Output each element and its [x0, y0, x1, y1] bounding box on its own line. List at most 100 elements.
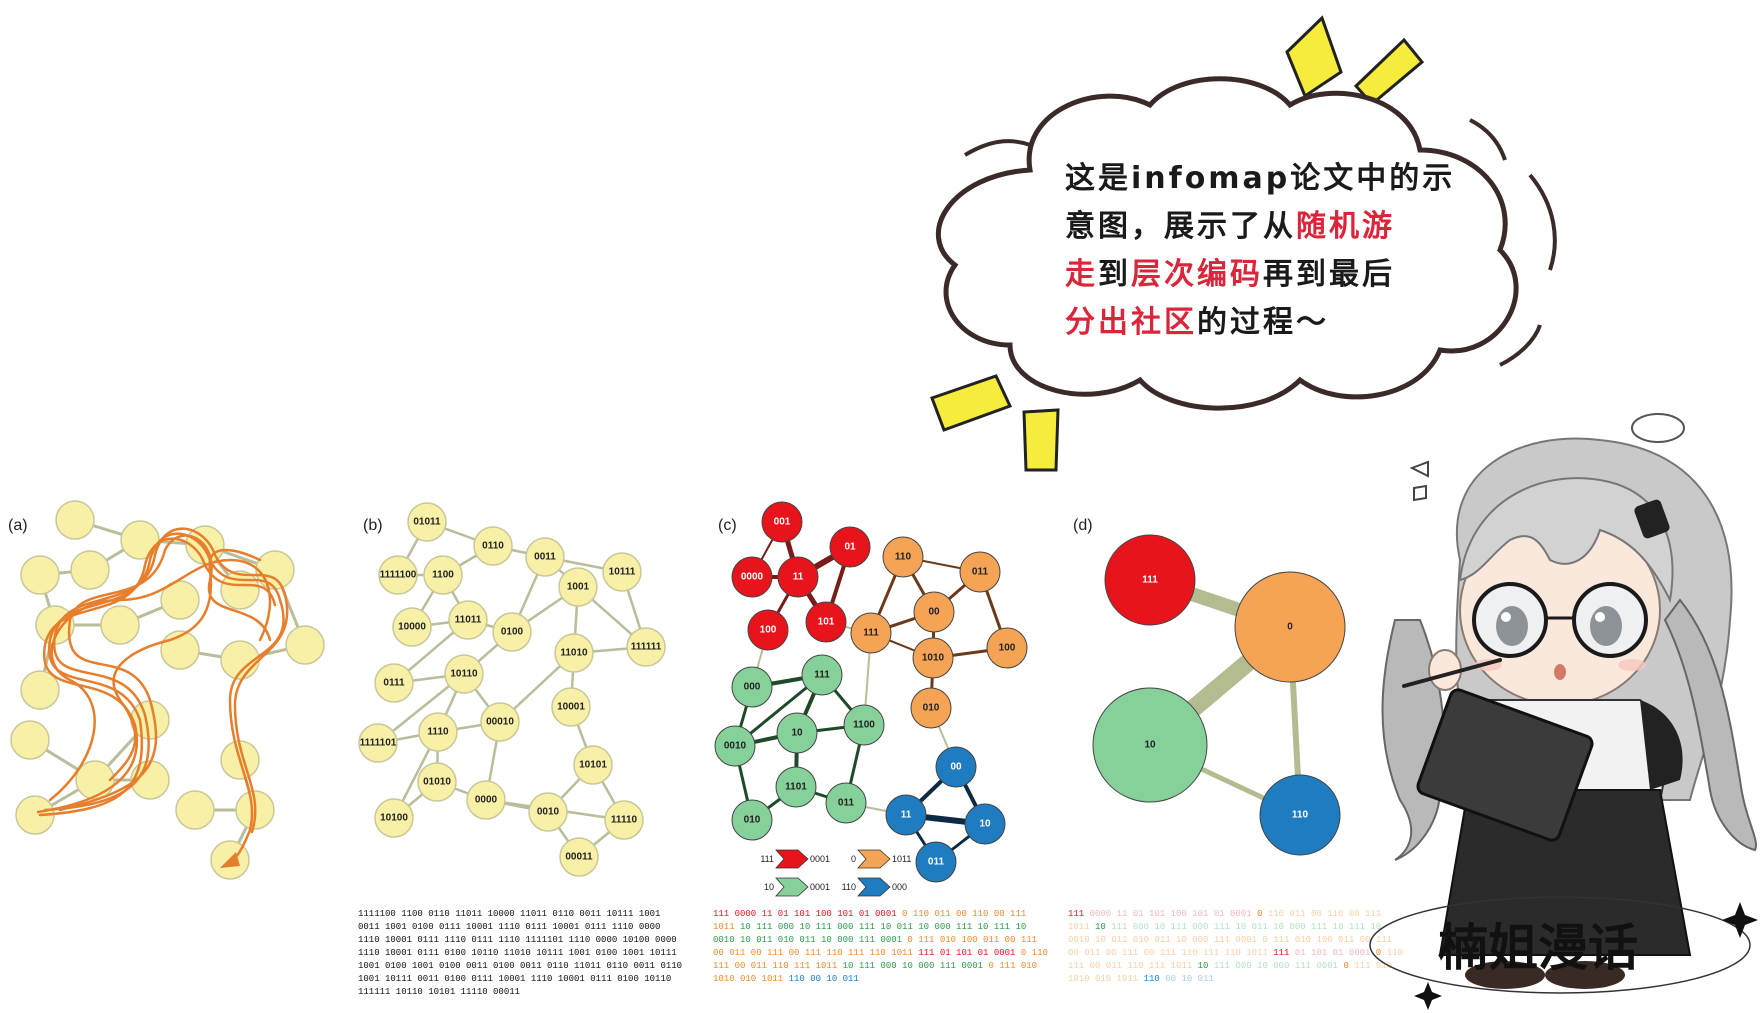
network-node: [480, 702, 520, 742]
codeword-line: 1011 10 111 000 10 111 000 111 10 011 10…: [1068, 922, 1381, 932]
node-codeword: 10000: [398, 622, 426, 633]
panel-d-codeword-text: 111 0000 11 01 101 100 101 01 0001 0 110…: [1068, 909, 1403, 984]
network-node: [913, 591, 955, 633]
panel-label-c: (c): [718, 517, 737, 534]
node-codeword: 0010: [537, 807, 560, 818]
network-node: [986, 627, 1028, 669]
network-node: [444, 654, 484, 694]
skirt: [1438, 789, 1692, 956]
codeword-line-segment: 0: [1257, 909, 1262, 919]
module-node: [1234, 571, 1346, 683]
node-codeword: 111: [814, 670, 830, 681]
panel-label-d: (d): [1073, 517, 1093, 534]
left-eye: [1496, 606, 1528, 646]
codeword-line: 1111100 1100 0110 11011 10000 11011 0110…: [358, 909, 660, 919]
node-codeword: 0100: [501, 627, 524, 638]
panel-label-b: (b): [363, 517, 383, 534]
node-codeword: 100: [999, 643, 1016, 654]
network-node: [882, 536, 924, 578]
module-exit-arrow: [775, 849, 809, 869]
codeword-line: 1011 10 111 000 10 111 000 111 10 011 10…: [713, 922, 1026, 932]
node-codeword: 11: [901, 810, 912, 821]
network-node: [374, 663, 414, 703]
network-node: [528, 792, 568, 832]
network-node: [915, 841, 957, 883]
module-enter-code: 10: [764, 882, 774, 892]
burst-ray: [930, 374, 1013, 432]
node-codeword: 10111: [609, 567, 636, 578]
codeword-line-segment: 00 011 00 111 00 111 110 111 110 1011: [713, 948, 913, 958]
network-node: [378, 555, 418, 595]
module-exit-code: 0001: [810, 854, 830, 864]
bubble-text-line-segment: 走: [1065, 257, 1098, 292]
sparkle-icon: [1414, 982, 1442, 1010]
shoe: [1545, 961, 1625, 989]
network-node: [255, 550, 295, 590]
network-node: [473, 526, 513, 566]
bubble-text-line-segment: 到: [1098, 257, 1131, 292]
network-node: [714, 725, 756, 767]
speech-bubble: 这是infomap论文中的示意图，展示了从随机游走到层次编码再到最后分出社区的过…: [930, 15, 1557, 472]
module-codeword: 111: [1142, 575, 1158, 586]
cloud-outline-stroke: [1469, 118, 1507, 161]
network-node: [558, 567, 598, 607]
module-enter-code: 110: [842, 882, 856, 892]
burst-ray: [1285, 15, 1343, 99]
node-codeword: 11: [793, 572, 804, 583]
panel-a-nodes: [10, 500, 325, 880]
network-node: [55, 500, 95, 540]
codeword-line-segment: 0 110 011 00 110 00 111: [897, 909, 1027, 919]
node-codeword: 11011: [455, 615, 482, 626]
codeword-line-segment: 0000 11 01 101 100 101 01 0001: [1084, 909, 1257, 919]
sketch-tablet: [1416, 688, 1594, 842]
node-codeword: 110: [895, 552, 912, 563]
codeword-line-segment: 0: [1376, 948, 1381, 958]
node-codeword: 01010: [423, 777, 451, 788]
network-node: [912, 637, 954, 679]
module-exit-code: 0001: [810, 882, 830, 892]
node-codeword: 1001: [567, 582, 590, 593]
node-codeword: 0000: [741, 572, 764, 583]
network-node: [829, 526, 871, 568]
cloud-shape: [935, 76, 1519, 411]
codeword-line-segment: 0 111 010: [983, 961, 1037, 971]
codeword-line-segment: 1010 010 1011: [1068, 974, 1144, 984]
network-node: [358, 723, 398, 763]
network-node: [554, 633, 594, 673]
burst-ray: [1353, 37, 1425, 107]
halo-ring: [1631, 413, 1685, 443]
hair-clip: [1634, 499, 1670, 539]
network-node: [777, 556, 819, 598]
node-codeword: 01011: [413, 517, 441, 528]
node-codeword: 10101: [579, 760, 607, 771]
codeword-line-segment: 10 111 000 10 000 111 0001: [837, 961, 983, 971]
module-exit-code: 1011: [892, 854, 911, 864]
node-codeword: 1101: [785, 782, 807, 793]
module-node: [1092, 687, 1208, 803]
node-codeword: 10100: [380, 813, 408, 824]
node-codeword: 1111100: [380, 570, 417, 581]
cloud-outline-stroke: [1499, 324, 1542, 367]
module-exit-arrow: [775, 877, 809, 897]
brand-watermark: 楠姐漫话: [1438, 919, 1638, 977]
network-node: [423, 555, 463, 595]
confusion-mark: [1409, 460, 1429, 478]
burst-ray: [1022, 408, 1060, 472]
module-node: [1104, 534, 1196, 626]
orbit-ring: [1369, 896, 1751, 994]
module-codeword: 110: [1292, 810, 1309, 821]
codeword-line-segment: 0010 10 011 010 011 10 000 111 0001 0 11…: [1068, 935, 1392, 945]
codeword-line-segment: 01 101 01 0001: [1289, 948, 1375, 958]
node-codeword: 00011: [565, 852, 593, 863]
codeword-line-segment: 110 00 10 011: [783, 974, 859, 984]
black-sleeve: [1640, 700, 1683, 790]
node-codeword: 100: [760, 625, 777, 636]
bubble-text-line-segment: 随机游: [1296, 209, 1395, 244]
codeword-line: 1001 10111 0011 0100 0111 10001 1110 100…: [358, 974, 671, 984]
codeword-line: 1110 10001 0111 0100 10110 11010 10111 1…: [358, 948, 677, 958]
bubble-text-line-segment: 层次编码: [1131, 257, 1263, 292]
network-node: [626, 627, 666, 667]
mouth: [1554, 664, 1566, 680]
node-codeword: 00010: [486, 717, 514, 728]
